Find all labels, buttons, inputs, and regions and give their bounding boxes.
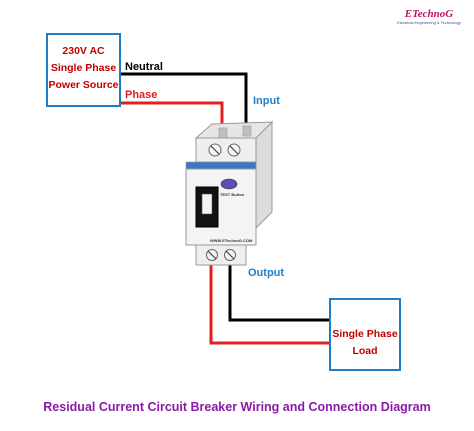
phase-wire-input bbox=[120, 101, 224, 131]
test-button-label: TEST Button bbox=[220, 192, 245, 197]
load-line1: Single Phase bbox=[332, 328, 398, 340]
neutral-label: Neutral bbox=[125, 61, 163, 73]
power-source-line3: Power Source bbox=[48, 79, 119, 91]
output-label: Output bbox=[248, 267, 285, 279]
input-label: Input bbox=[253, 95, 280, 107]
device-website: WWW.ETechnoG.COM bbox=[210, 238, 253, 243]
neutral-wire-output bbox=[228, 262, 330, 322]
power-source-label: 230V AC Single Phase Power Source bbox=[48, 43, 119, 94]
power-source-line2: Single Phase bbox=[50, 62, 117, 74]
phase-label: Phase bbox=[125, 89, 158, 101]
load-label: Single Phase Load bbox=[331, 326, 399, 360]
load-box bbox=[329, 298, 401, 371]
diagram-caption: Residual Current Circuit Breaker Wiring … bbox=[43, 400, 431, 414]
test-button-icon bbox=[220, 178, 238, 190]
neutral-wire-input bbox=[120, 72, 248, 131]
toggle-lever bbox=[201, 193, 213, 215]
brand-logo: ETechnoG Electrical Engineering & Techno… bbox=[388, 8, 470, 25]
power-source-box bbox=[46, 33, 121, 107]
rccb-device bbox=[185, 120, 274, 266]
load-line2: Load bbox=[352, 345, 378, 357]
phase-wire-output bbox=[209, 262, 330, 345]
brand-tagline: Electrical Engineering & Technology bbox=[397, 20, 461, 25]
power-source-line1: 230V AC bbox=[62, 45, 105, 57]
